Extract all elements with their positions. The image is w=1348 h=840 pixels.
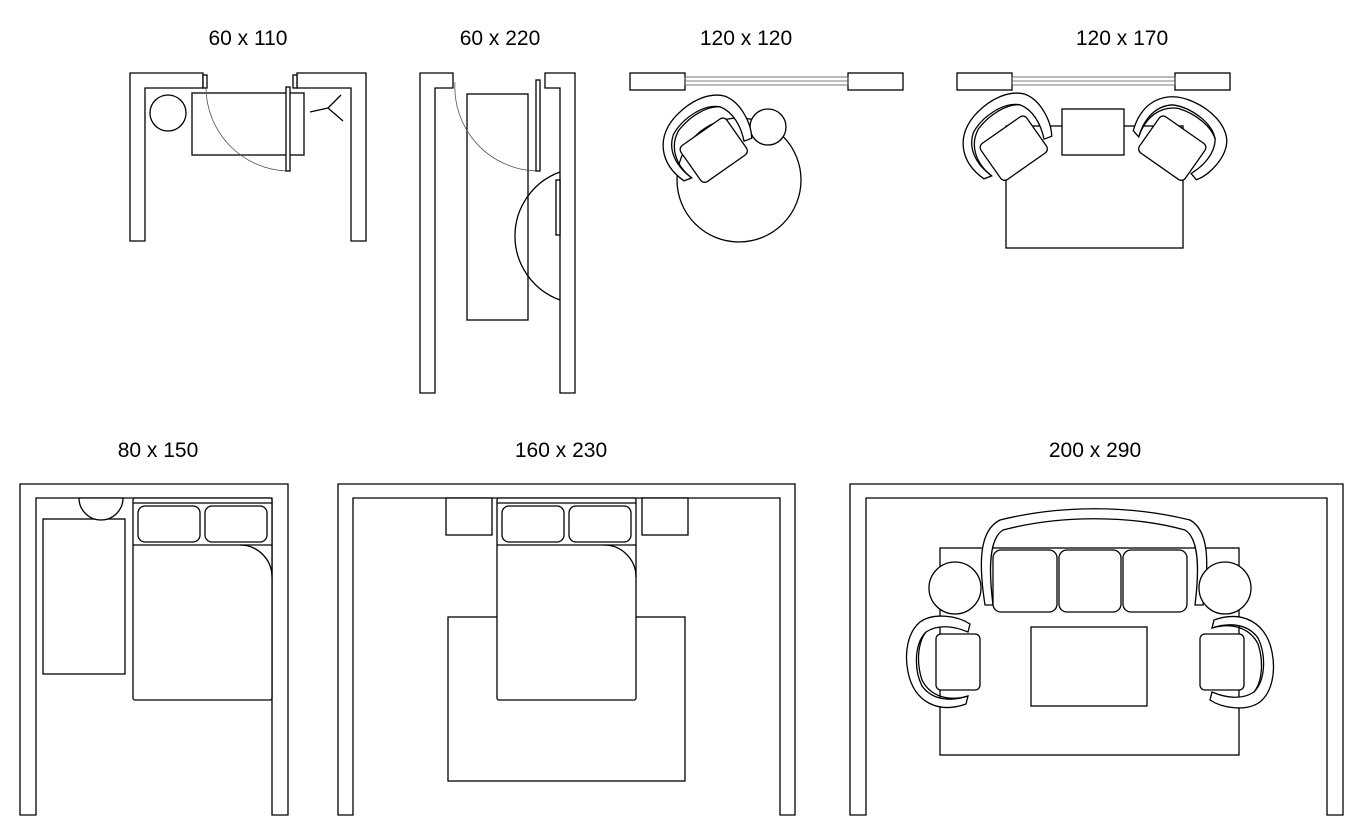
panel-80x150: 80 x 150 <box>19 439 289 816</box>
rug <box>466 93 529 321</box>
wall-right <box>296 72 367 242</box>
nightstand <box>641 497 689 536</box>
size-label: 60 x 220 <box>460 27 541 50</box>
coffee-table <box>1030 626 1148 707</box>
door-leaf <box>285 86 291 172</box>
size-label: 80 x 150 <box>118 439 199 462</box>
armchair <box>646 81 765 195</box>
nightstand <box>445 497 493 536</box>
window <box>629 72 904 91</box>
door-swing-arc <box>514 171 561 301</box>
rug <box>191 92 305 156</box>
armchair-right <box>1121 79 1241 194</box>
size-label: 200 x 290 <box>1049 439 1141 462</box>
room-walls <box>849 483 1344 816</box>
bed <box>496 497 637 701</box>
pillow <box>501 505 565 543</box>
pillow <box>137 505 201 543</box>
wall-left <box>129 72 204 242</box>
panel-120x120: 120 x 120 <box>629 27 904 243</box>
armchair-left <box>905 615 981 709</box>
door-leaf <box>555 179 561 236</box>
panel-60x220: 60 x 220 <box>419 27 576 394</box>
bed <box>132 497 273 701</box>
side-table <box>928 561 982 615</box>
wall-left <box>419 72 454 394</box>
coffee-table <box>1061 108 1125 156</box>
coat-stand <box>309 94 344 122</box>
door-swing-arc <box>603 544 637 578</box>
size-label: 160 x 230 <box>515 439 607 462</box>
size-label: 120 x 120 <box>700 27 792 50</box>
door-leaf <box>535 79 541 172</box>
door-swing-arc <box>205 87 288 172</box>
side-table <box>149 94 187 132</box>
armchair-left <box>946 79 1065 193</box>
door-frame <box>292 74 298 89</box>
pillow <box>568 505 632 543</box>
room-walls <box>337 483 796 816</box>
room-walls <box>19 483 289 816</box>
door-frame <box>202 74 208 89</box>
panel-160x230: 160 x 230 <box>337 439 796 816</box>
side-table <box>1198 561 1252 615</box>
window <box>956 72 1231 91</box>
door-swing-arc <box>454 81 539 172</box>
door-swing-arc <box>239 544 273 578</box>
panel-200x290: 200 x 290 <box>849 439 1344 816</box>
sofa <box>980 508 1208 613</box>
nightstand <box>78 497 124 521</box>
armchair-right <box>1199 615 1275 709</box>
size-label: 120 x 170 <box>1076 27 1168 50</box>
side-table <box>749 108 787 146</box>
panel-120x170: 120 x 170 <box>946 27 1241 249</box>
size-label: 60 x 110 <box>208 27 287 50</box>
panel-60x110: 60 x 110 <box>129 27 367 242</box>
pillow <box>204 505 268 543</box>
rug <box>42 518 126 675</box>
